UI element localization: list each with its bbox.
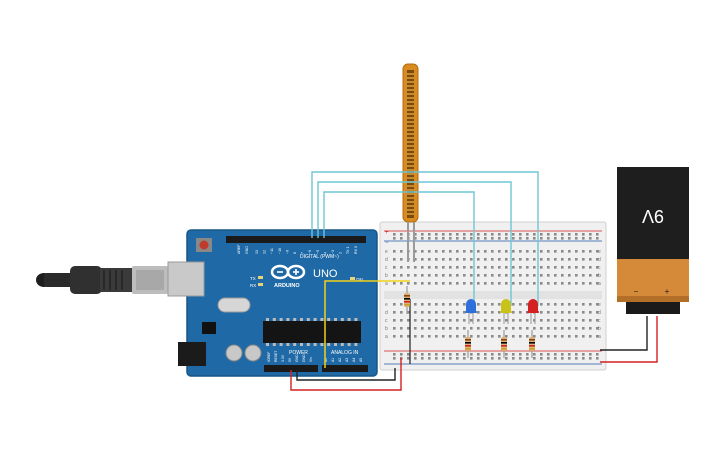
aref-label: AREF [237, 244, 241, 254]
row-letter: c [385, 318, 388, 324]
digital-pin-label: 13 [255, 250, 259, 254]
digital-pin-label: ~10 [278, 248, 282, 254]
on-label: ON [356, 277, 363, 282]
row-letter: c [385, 265, 388, 271]
row-letter: d [385, 310, 388, 316]
digital-pin-label: ~11 [270, 248, 274, 254]
power-pin-label: GND [295, 354, 299, 362]
arduino-model: UNO [313, 268, 338, 280]
analog-pin-label: A0 [324, 358, 328, 362]
yellow-led [500, 299, 512, 324]
crystal [217, 297, 251, 313]
tx-label: TX [250, 276, 256, 281]
row-letter: a [385, 281, 388, 287]
power-pin-label: RESET [274, 351, 278, 362]
rail-plus-label: + [385, 230, 389, 236]
row-letter: a [598, 334, 601, 340]
row-letter: e [598, 302, 601, 308]
digital-pin-label: ~3 [331, 250, 335, 254]
arduino-logo-icon [270, 264, 306, 280]
digital-pin-label: RX 0 [354, 246, 358, 254]
capacitor [244, 344, 262, 362]
digital-header [226, 236, 366, 243]
analog-pin-label: A3 [345, 358, 349, 362]
red-led [527, 299, 539, 324]
digital-pin-label: ~6 [308, 250, 312, 254]
digital-pin-label: TX 1 [346, 246, 350, 254]
row-letter: b [385, 273, 388, 279]
ground-wire [296, 368, 396, 381]
row-letter: b [385, 326, 388, 332]
row-letter: e [385, 249, 388, 255]
arduino-board: ARDUINO UNO DIGITAL (PWM~) POWER ANALOG … [167, 229, 378, 377]
row-letter: c [598, 265, 601, 271]
battery-label: 9V [642, 206, 664, 226]
digital-pin-label: ~9 [285, 250, 289, 254]
row-letter: e [598, 249, 601, 255]
analog-wire [324, 280, 410, 368]
rail-minus-label: − [385, 240, 389, 246]
blue-led [465, 299, 477, 324]
signal-wires [311, 171, 539, 306]
analog-pin-label: A4 [352, 358, 356, 362]
battery: 9V − + [617, 167, 689, 314]
power-pin-label: GND [302, 354, 306, 362]
digital-pin-label: ~5 [316, 250, 320, 254]
row-letter: b [598, 326, 601, 332]
row-letter: d [598, 257, 601, 263]
digital-header-label: DIGITAL (PWM~) [300, 254, 339, 260]
analog-pin-label: A5 [359, 358, 363, 362]
row-letter: c [598, 318, 601, 324]
analog-pin-label: A2 [338, 358, 342, 362]
power-pin-label: Vin [309, 357, 313, 362]
analog-pin-label: A1 [331, 358, 335, 362]
row-letter: a [598, 281, 601, 287]
row-letter: d [598, 310, 601, 316]
power-wire [290, 358, 402, 391]
analog-in-label: ANALOG IN [331, 350, 359, 356]
digital-pin-label: 12 [263, 250, 267, 254]
power-pin-label: 5V [288, 357, 292, 362]
battery-positive-wire [600, 316, 658, 363]
digital-pin-label: 2 [339, 252, 343, 254]
digital-pin-label: 7 [301, 252, 305, 254]
atmega-chip [263, 321, 361, 343]
row-letter: e [385, 302, 388, 308]
blue-led-resistor [465, 330, 471, 358]
digital-pin-label: 8 [293, 252, 297, 254]
red-led-resistor [529, 330, 535, 358]
battery-plus-label: + [665, 287, 670, 296]
yellow-led-resistor [501, 330, 507, 358]
breadboard-channel [384, 291, 602, 299]
usb-cable [36, 266, 168, 294]
gnd-label: GND [245, 246, 249, 254]
usb-jack [167, 261, 205, 297]
sensor-resistor [404, 286, 410, 314]
power-header-strip [264, 365, 318, 372]
power-label: POWER [289, 350, 308, 356]
regulator [202, 322, 216, 334]
digital-pin-label: 4 [323, 252, 327, 254]
row-letter: d [385, 257, 388, 263]
analog-header-strip [322, 365, 368, 372]
battery-negative-wire [600, 316, 648, 351]
power-pin-label: 3.3V [281, 354, 285, 362]
capacitor [225, 344, 243, 362]
row-letter: a [385, 334, 388, 340]
rx-label: RX [250, 283, 256, 288]
power-pin-label: IOREF [267, 352, 271, 362]
battery-minus-label: − [634, 287, 639, 296]
arduino-brand: ARDUINO [274, 283, 300, 289]
row-letter: b [598, 273, 601, 279]
power-jack [178, 342, 206, 366]
